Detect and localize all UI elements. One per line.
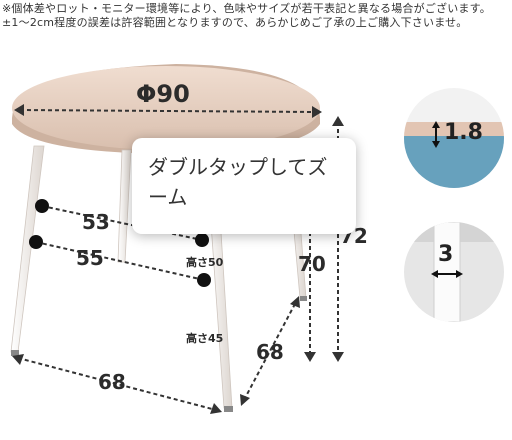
height-70-label: 70	[298, 252, 326, 276]
width-lines	[35, 205, 205, 281]
leg-diameter-label: 3	[438, 242, 454, 267]
tabletop-thickness-detail: 1.8	[404, 88, 504, 188]
right-depth-arrow	[240, 296, 300, 406]
bottom-depth-arrow	[12, 354, 222, 414]
depth-right-label: 68	[256, 340, 284, 364]
height-50-label: 高さ50	[186, 256, 224, 269]
width-lower-label: 55	[76, 246, 104, 270]
thickness-label: 1.8	[444, 120, 483, 145]
measure-dot	[197, 273, 211, 287]
measure-dot	[29, 235, 43, 249]
tabletop	[12, 64, 320, 154]
leg-diameter-detail: 3	[404, 222, 504, 322]
disclaimer-line-1: ※個体差やロット・モニター環境等により、色味やサイズが若干表記と異なる場合がござ…	[2, 2, 491, 15]
zoom-hint-toast[interactable]: ダブルタップしてズーム	[132, 138, 356, 234]
width-upper-label: 53	[82, 210, 110, 234]
diameter-arrow	[14, 104, 322, 118]
measure-dot	[195, 233, 209, 247]
disclaimer-line-2: ±1～2cm程度の誤差は許容範囲となりますので、あらかじめご了承の上ご購入下さい…	[2, 16, 468, 29]
measure-dot	[35, 199, 49, 213]
diameter-label: Φ90	[136, 80, 190, 108]
depth-bottom-label: 68	[98, 370, 126, 394]
height-45-label: 高さ45	[186, 332, 224, 345]
zoom-hint-text: ダブルタップしてズーム	[148, 155, 328, 209]
